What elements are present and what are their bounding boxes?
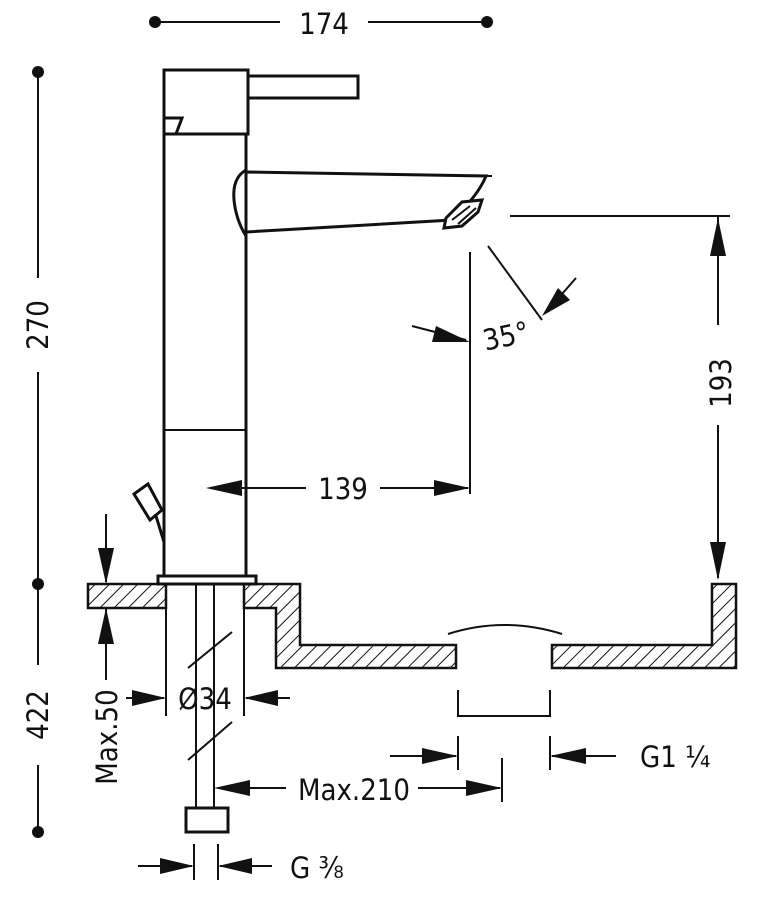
angle-label: 35° (480, 315, 532, 358)
supply-thread-dimension: G ⅜ (138, 844, 344, 885)
spout-height-label: 193 (704, 358, 738, 408)
faucet-body (131, 68, 492, 586)
reach-label: 139 (318, 472, 368, 506)
flex-length-dimension: Max.210 (214, 758, 503, 807)
countertop (86, 582, 738, 670)
waste-thread-dimension: G1 ¼ (390, 736, 710, 774)
angle-dimension: 35° (411, 245, 577, 358)
reach-dimension: 139 (206, 252, 471, 506)
counter-thickness-dimension: Max.50 (90, 514, 124, 785)
spout-height-dimension: 193 (510, 215, 738, 580)
width-label: 174 (299, 7, 349, 41)
width-dimension: 174 (149, 7, 493, 41)
supply-length-label: 422 (21, 690, 55, 740)
height-label: 270 (21, 300, 55, 350)
hole-diameter-dimension: Ø34 (126, 606, 290, 716)
waste-thread-label: G1 ¼ (640, 740, 710, 774)
basin-waste (447, 624, 563, 717)
flex-length-label: Max.210 (298, 773, 410, 807)
height-dimension: 270 422 (21, 66, 55, 838)
supply-thread-label: G ⅜ (290, 851, 344, 885)
supply-hoses (184, 584, 233, 834)
counter-thickness-label: Max.50 (90, 689, 124, 784)
hole-diameter-label: Ø34 (178, 682, 232, 716)
